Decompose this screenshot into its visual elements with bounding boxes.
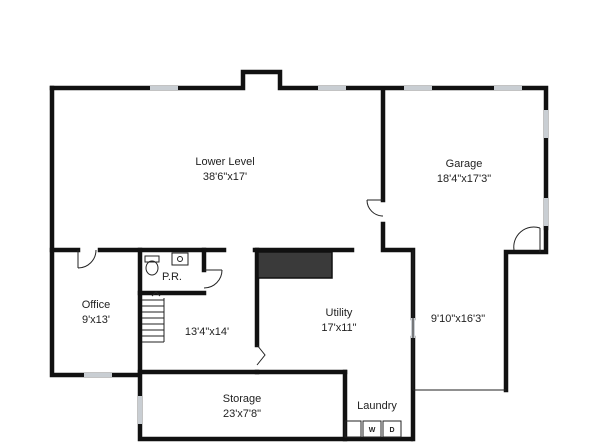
windows (84, 86, 548, 424)
room-utility-dims: 17'x11" (321, 322, 356, 334)
room-office-dims: 9'x13' (82, 314, 110, 326)
door-office-arc (77, 249, 97, 269)
furnace-icon (257, 251, 333, 279)
interior-walls (49, 247, 355, 442)
toilet-icon (144, 255, 160, 276)
washer-dryer: W D (344, 420, 402, 438)
room-lower-level-name: Lower Level (195, 156, 254, 168)
garage-door (412, 250, 506, 391)
door-garage-side-arc (513, 226, 541, 251)
room-garage-name: Garage (446, 158, 483, 170)
door-utility (256, 344, 266, 366)
stairs-icon (142, 291, 165, 343)
room-utility-name: Utility (326, 307, 353, 319)
sink-icon (171, 252, 189, 266)
room-laundry-name: Laundry (357, 400, 397, 412)
washer-label: W (369, 427, 376, 434)
door-powder-room-arc (203, 269, 223, 289)
dryer-icon (382, 420, 402, 438)
room-storage-name: Storage (223, 393, 262, 405)
room-office-name: Office (82, 299, 111, 311)
room-lower-level-dims: 38'6"x17' (203, 171, 247, 183)
washer-icon (362, 420, 382, 438)
room-hall-dims: 13'4"x14' (185, 326, 229, 338)
room-storage-dims: 23'x7'8" (223, 408, 261, 420)
door-swings (77, 199, 541, 366)
room-garage-bay-dims: 9'10"x16'3" (431, 313, 485, 325)
door-garage-entry-arc (366, 199, 384, 217)
sink-laundry-icon (344, 420, 362, 438)
room-powder-room-name: P.R. (162, 271, 182, 283)
room-garage-dims: 18'4"x17'3" (437, 173, 491, 185)
dryer-label: D (389, 427, 394, 434)
